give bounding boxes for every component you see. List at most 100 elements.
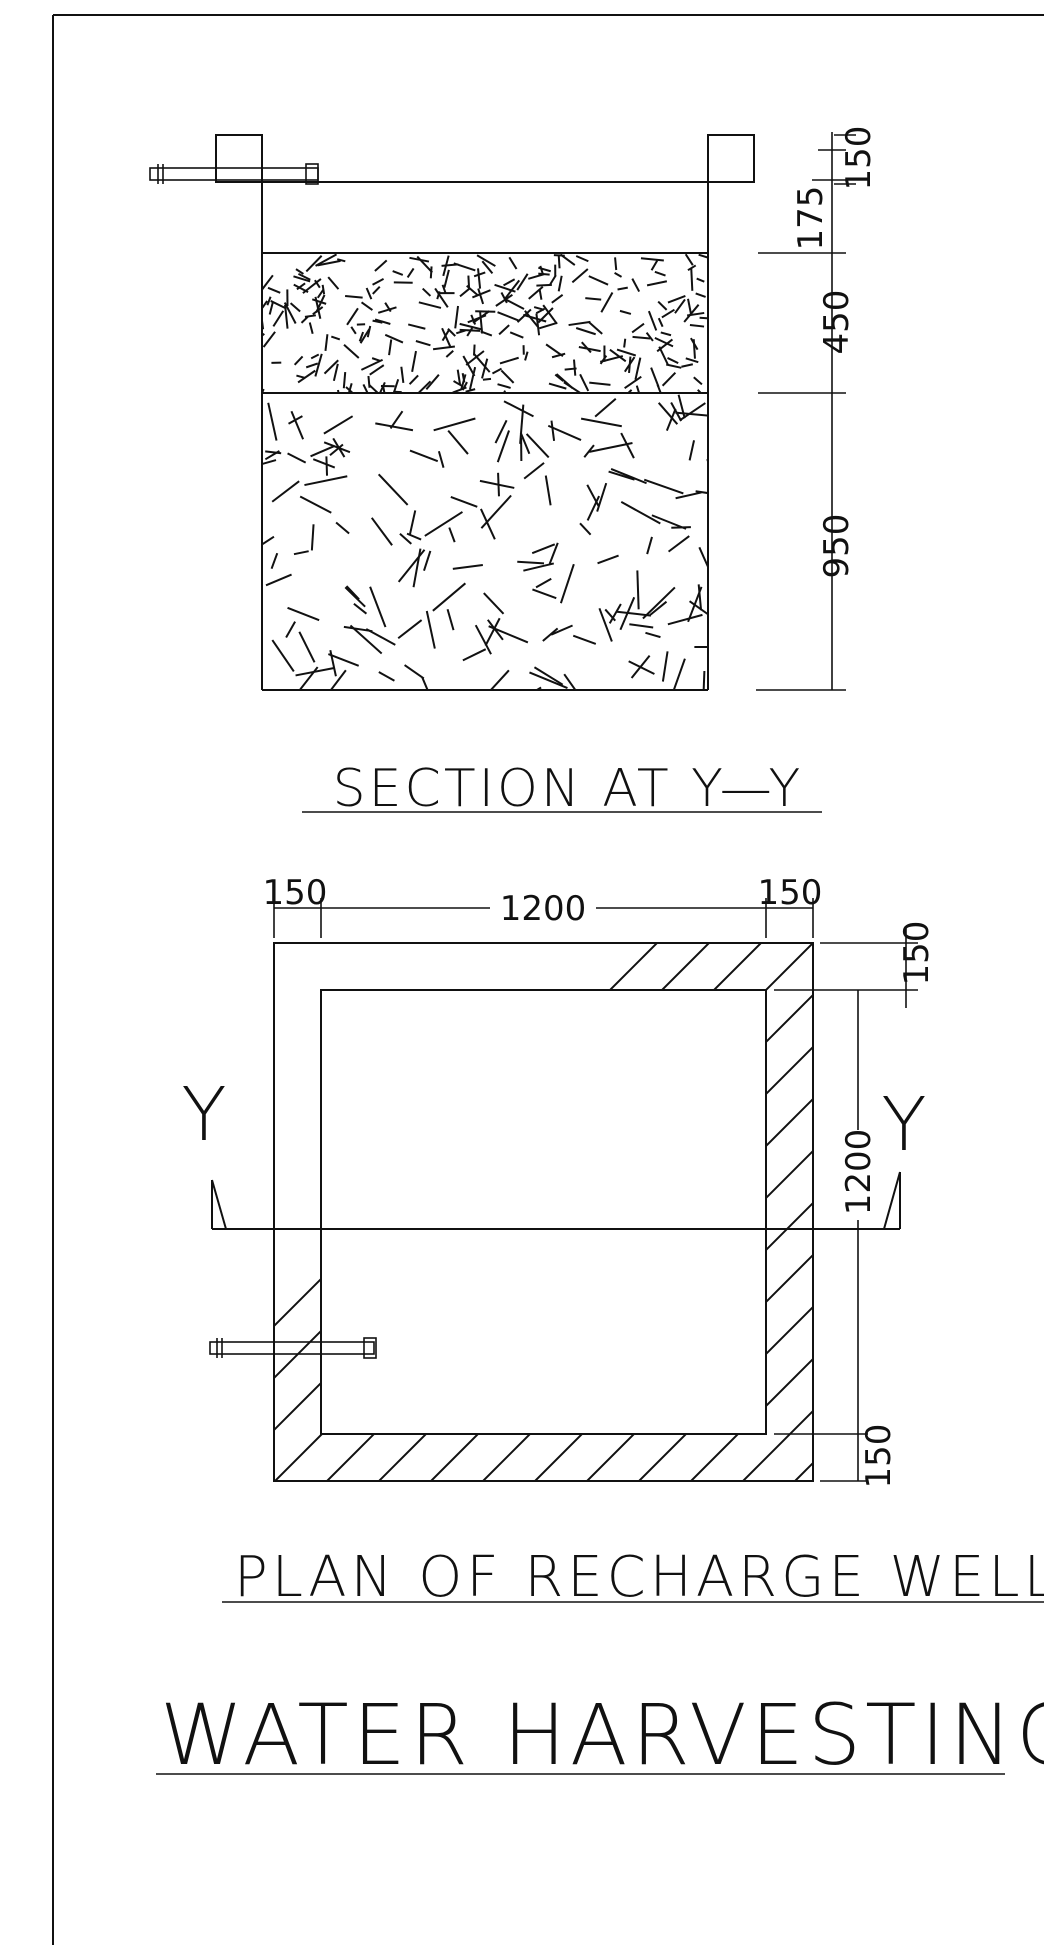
sand-stroke <box>654 270 666 277</box>
sand-stroke <box>317 259 341 267</box>
sand-stroke <box>358 331 365 342</box>
sand-stroke <box>634 357 642 380</box>
sand-stroke <box>327 276 340 290</box>
sand-stroke <box>293 355 304 366</box>
gravel-stroke <box>312 458 336 469</box>
sand-stroke <box>661 308 675 319</box>
sand-stroke <box>538 272 550 276</box>
gravel-stroke <box>433 417 476 432</box>
sand-stroke <box>270 300 286 309</box>
sand-stroke <box>308 322 314 334</box>
outer-wall <box>273 942 814 1482</box>
dim-wall-bottom: 150 <box>859 1424 899 1489</box>
sand-stroke <box>321 284 326 295</box>
gravel-stroke <box>265 573 292 587</box>
gravel-stroke <box>579 522 592 536</box>
sand-stroke <box>589 381 611 386</box>
sand-stroke <box>481 260 494 274</box>
gravel-stroke <box>299 495 332 514</box>
sand-stroke <box>578 346 601 353</box>
sand-stroke <box>689 323 705 328</box>
gravel-fill <box>263 394 707 689</box>
section-view: 150 175 450 950 SECTION AT Y—Y <box>149 126 879 819</box>
gravel-stroke <box>646 536 653 555</box>
sand-stroke <box>468 366 477 390</box>
gravel-stroke <box>586 495 601 521</box>
sand-stroke <box>453 262 476 272</box>
gravel-stroke <box>523 462 545 480</box>
gravel-stroke <box>335 521 350 535</box>
sand-stroke <box>374 318 391 325</box>
sand-stroke <box>575 255 589 263</box>
gravel-stroke <box>480 494 512 529</box>
sand-stroke <box>416 255 433 274</box>
sand-stroke <box>683 304 700 323</box>
gravel-stroke <box>580 417 622 428</box>
sand-stroke <box>432 345 456 351</box>
sand-stroke <box>699 316 707 320</box>
sand-stroke <box>497 383 511 389</box>
gravel-stroke <box>399 533 412 545</box>
sand-stroke <box>461 373 466 383</box>
gravel-stroke <box>389 410 404 430</box>
sand-stroke <box>477 268 482 289</box>
gravel-stroke <box>688 600 707 615</box>
sand-stroke <box>289 302 301 313</box>
sand-stroke <box>369 364 385 376</box>
sand-stroke <box>588 275 609 286</box>
plan-view: Y Y 150 1200 150 <box>181 873 1044 1610</box>
gravel-stroke <box>517 560 545 565</box>
sand-stroke <box>692 339 696 359</box>
gravel-stroke <box>332 437 346 458</box>
gravel-stroke <box>397 619 423 640</box>
sand-stroke <box>497 311 519 322</box>
sand-stroke <box>350 326 357 335</box>
gravel-stroke <box>661 651 669 682</box>
sand-stroke <box>473 353 491 373</box>
gravel-stroke <box>548 542 559 565</box>
gravel-stroke <box>525 433 550 459</box>
dim-wall-left: 150 <box>263 873 328 913</box>
gravel-stroke <box>483 592 505 615</box>
sand-stroke <box>346 307 359 326</box>
gravel-stroke <box>688 440 696 461</box>
gravel-stroke <box>698 546 707 568</box>
sand-stroke <box>667 294 686 304</box>
sand-stroke <box>549 274 557 285</box>
sand-stroke <box>640 257 664 262</box>
gravel-stroke <box>437 450 445 468</box>
sand-stroke <box>300 315 309 324</box>
gravel-stroke <box>657 402 679 425</box>
sand-stroke <box>263 300 269 309</box>
dim-wall-right: 150 <box>758 873 823 913</box>
hatch-line <box>1036 900 1044 1500</box>
gravel-stroke <box>596 482 608 512</box>
inlet-pipe <box>149 163 319 185</box>
gravel-stroke <box>519 404 525 444</box>
sand-stroke <box>418 380 432 392</box>
gravel-stroke <box>550 420 556 441</box>
sand-stroke <box>693 376 703 386</box>
sand-stroke <box>441 327 452 349</box>
section-cut-line <box>211 1171 901 1230</box>
sand-stroke <box>624 375 642 390</box>
gravel-stroke <box>406 532 422 541</box>
sand-stroke <box>536 283 552 287</box>
sand-stroke <box>336 258 346 263</box>
sand-stroke <box>454 305 460 329</box>
sand-stroke <box>479 310 484 334</box>
sand-stroke <box>345 294 363 299</box>
sand-stroke <box>377 306 397 314</box>
sand-stroke <box>499 356 519 365</box>
gravel-stroke <box>667 613 703 626</box>
sand-stroke <box>660 331 672 337</box>
gravel-stroke <box>452 564 483 570</box>
gravel-stroke <box>310 524 315 551</box>
sand-stroke <box>690 268 694 291</box>
sand-stroke <box>695 292 706 298</box>
sand-stroke <box>268 301 275 315</box>
dim-layer2: 950 <box>817 514 857 579</box>
gravel-stroke <box>369 586 387 628</box>
gravel-stroke <box>378 671 395 682</box>
gravel-stroke <box>533 666 564 686</box>
